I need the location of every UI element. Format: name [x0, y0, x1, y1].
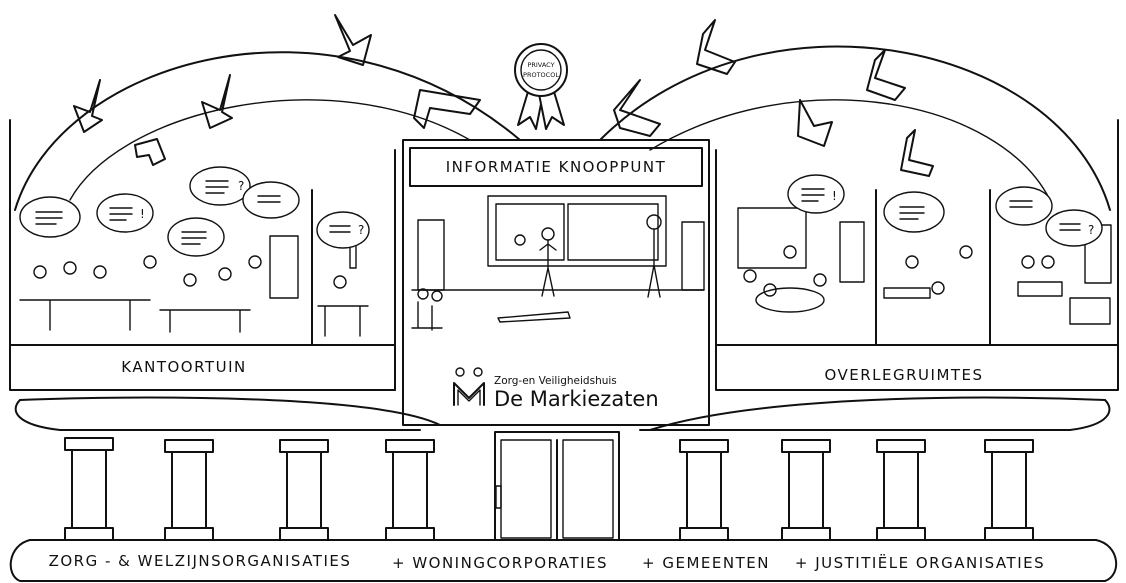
center-title: INFORMATIE KNOOPPUNT [446, 158, 667, 176]
base-item-justice: + JUSTITIËLE ORGANISATIES [795, 553, 1045, 572]
meeting-rooms-scene: ! ? [737, 174, 1112, 325]
meeting-rooms-label: OVERLEGRUIMTES [824, 366, 983, 384]
markiezaten-logo-icon [453, 367, 485, 406]
building [9, 119, 1119, 431]
privacy-badge: PRIVACY PROTOCOL [514, 43, 568, 130]
badge-line2: PROTOCOL [523, 71, 559, 79]
base-item-housing: + WONINGCORPORATIES [392, 554, 608, 572]
bubble-mark-3: ? [358, 223, 364, 237]
bubble-mark-1: ! [140, 207, 145, 221]
organisation-logo: Zorg-en Veiligheidshuis De Markiezaten [453, 367, 659, 411]
connection-arcs [14, 45, 1111, 211]
base-item-municipalities: + GEMEENTEN [642, 554, 770, 572]
flow-arrows [73, 14, 934, 177]
badge-line1: PRIVACY [527, 61, 554, 69]
entrance-door [494, 431, 620, 541]
foundation: ZORG - & WELZIJNSORGANISATIES + WONINGCO… [9, 539, 1118, 582]
columns [64, 437, 1034, 541]
office-garden-label: KANTOORTUIN [121, 358, 246, 376]
logo-name: De Markiezaten [494, 387, 659, 411]
center-room [411, 195, 705, 331]
logo-subtitle: Zorg-en Veiligheidshuis [494, 375, 617, 387]
base-item-care: ZORG - & WELZIJNSORGANISATIES [49, 552, 352, 570]
bubble-mark-5: ? [1088, 223, 1094, 237]
office-garden-scene: ! ? ? [19, 166, 370, 337]
bubble-mark-2: ? [238, 179, 244, 193]
bubble-mark-4: ! [832, 189, 837, 203]
